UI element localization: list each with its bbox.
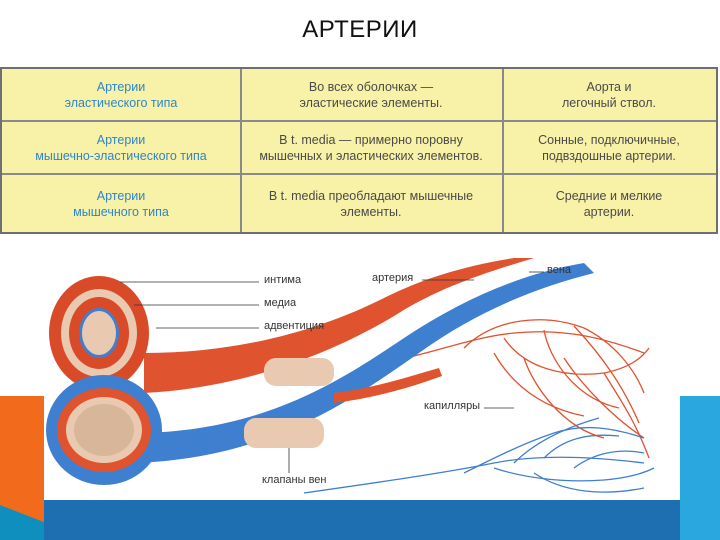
description-cell: Во всех оболочках — эластические элемент… — [299, 79, 443, 110]
slide-title: АРТЕРИИ — [302, 16, 418, 43]
label-media: медиа — [264, 297, 297, 309]
artery-cross-section — [49, 276, 149, 390]
table-row-divider — [2, 173, 716, 175]
label-artery: артерия — [372, 272, 414, 284]
examples-cell: Сонные, подключичные, подвздошные артери… — [538, 132, 680, 163]
artery-type-cell: Артерии эластического типа — [64, 79, 178, 110]
table-row: Артерии эластического типа Во всех оболо… — [2, 69, 716, 120]
artery-types-table: Артерии эластического типа Во всех оболо… — [0, 67, 718, 234]
vein-valve-cutout — [244, 418, 324, 448]
artery-wall-cutout — [264, 358, 334, 386]
table-row: Артерии мышечно-эластического типа В t. … — [2, 122, 716, 173]
examples-cell: Средние и мелкие артерии. — [555, 188, 663, 219]
vessel-illustration: интима медиа адвентиция артерия вена кап… — [44, 258, 680, 500]
label-vein-valves: клапаны вен — [262, 474, 327, 486]
table-row: Артерии мышечного типа В t. media преобл… — [2, 175, 716, 232]
examples-cell: Аорта и легочный ствол. — [562, 79, 656, 110]
vein-cross-section — [46, 375, 162, 485]
artery-type-cell: Артерии мышечного типа — [73, 188, 169, 219]
description-cell: В t. media — примерно поровну мышечных и… — [259, 132, 483, 163]
artery-body — [144, 258, 534, 393]
decor-light-blue-block — [680, 396, 720, 540]
decor-blue-band — [44, 500, 680, 540]
table-column-divider — [240, 69, 242, 232]
label-vein: вена — [547, 264, 572, 276]
label-capillaries: капилляры — [424, 400, 481, 412]
label-intima: интима — [264, 274, 302, 286]
artery-branch — [334, 368, 442, 403]
label-adventitia: адвентиция — [264, 320, 325, 332]
vein-body — [134, 263, 594, 463]
description-cell: В t. media преобладают мышечные элементы… — [268, 188, 474, 219]
table-row-divider — [2, 120, 716, 122]
table-column-divider — [502, 69, 504, 232]
artery-type-cell: Артерии мышечно-эластического типа — [35, 132, 207, 163]
capillary-network — [303, 319, 655, 494]
vessel-drawing — [46, 258, 655, 494]
label-leader-lines — [120, 271, 544, 473]
